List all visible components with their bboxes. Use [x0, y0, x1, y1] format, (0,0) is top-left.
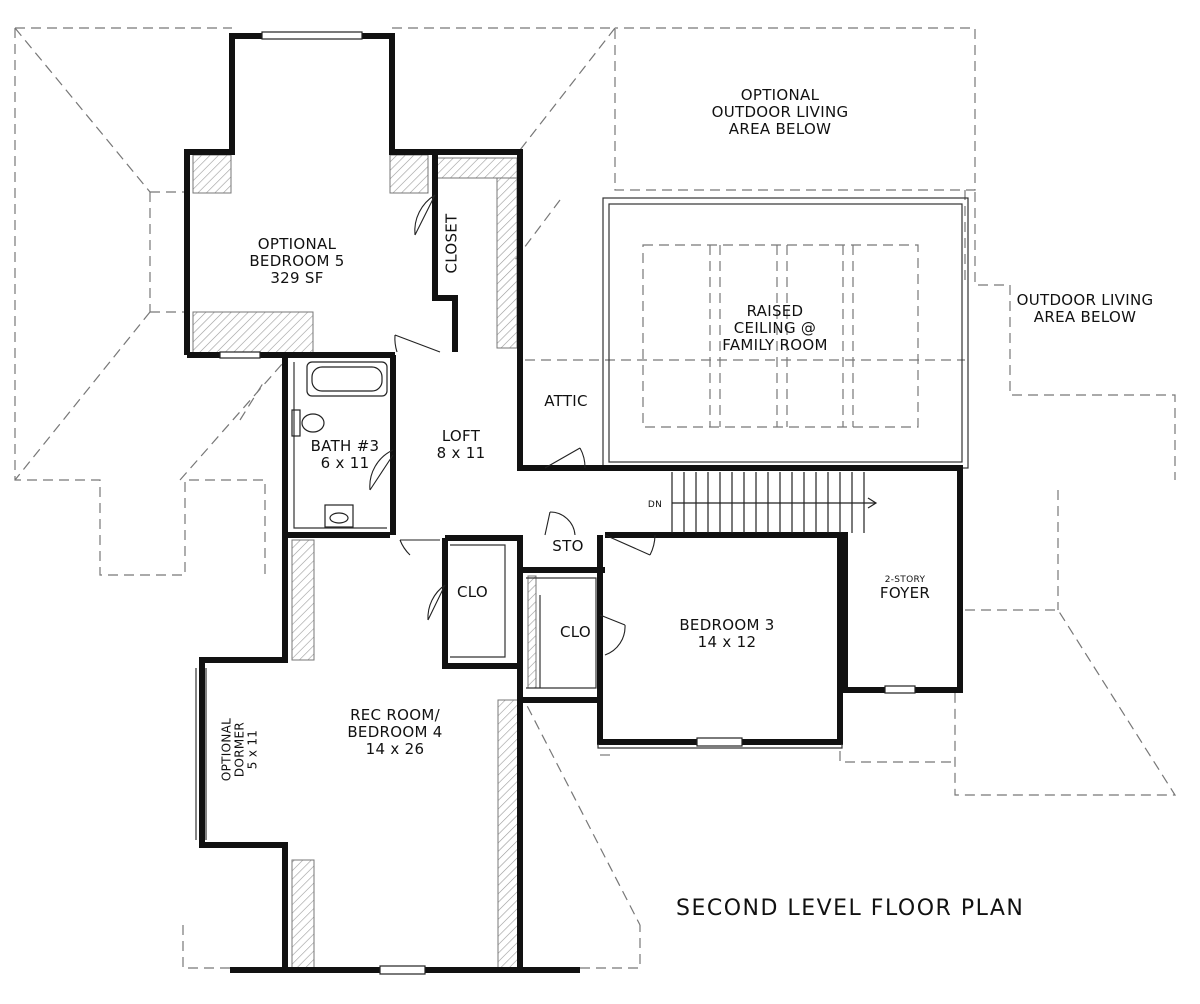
raised-ceiling-grid [642, 244, 919, 428]
plan-title: SECOND LEVEL FLOOR PLAN [676, 896, 1025, 921]
loft-label: LOFT 8 x 11 [420, 428, 502, 462]
foyer-line2: FOYER [879, 584, 931, 602]
bedroom5-line2: BEDROOM 5 [249, 252, 345, 270]
knee-wall-hatching [192, 154, 537, 969]
bedroom5-line1: OPTIONAL [257, 235, 337, 253]
outdoor-living-line2: AREA BELOW [1033, 308, 1137, 326]
door-swings [369, 194, 656, 656]
optional-outdoor-line2: OUTDOOR LIVING [711, 103, 849, 121]
rec-room-label: REC ROOM/ BEDROOM 4 14 x 26 [325, 707, 465, 758]
loft-size: 8 x 11 [436, 444, 486, 462]
windows [219, 31, 916, 975]
outdoor-living-label: OUTDOOR LIVING AREA BELOW [1005, 292, 1165, 326]
bath3-name: BATH #3 [310, 437, 380, 455]
rec-room-size: 14 x 26 [365, 740, 425, 758]
optional-outdoor-line3: AREA BELOW [728, 120, 832, 138]
optional-outdoor-line1: OPTIONAL [740, 86, 820, 104]
clo2-label: CLO [559, 623, 591, 641]
sto-label: STO [552, 537, 584, 555]
bedroom3-label: BEDROOM 3 14 x 12 [662, 617, 792, 651]
optional-outdoor-label: OPTIONAL OUTDOOR LIVING AREA BELOW [690, 87, 870, 138]
raised-ceiling-line2: CEILING @ [733, 319, 817, 337]
dormer-size: 5 x 11 [245, 729, 260, 770]
bath3-label: BATH #3 6 x 11 [305, 438, 385, 472]
raised-ceiling-line1: RAISED [746, 302, 804, 320]
bath-fixtures [291, 361, 388, 528]
attic-label: ATTIC [544, 392, 588, 410]
outdoor-living-line1: OUTDOOR LIVING [1016, 291, 1154, 309]
inner-wall-lines [195, 362, 843, 840]
rec-room-line2: BEDROOM 4 [347, 723, 443, 741]
foyer-label: 2-STORY FOYER [860, 575, 950, 602]
raised-ceiling-label: RAISED CEILING @ FAMILY ROOM [700, 303, 850, 354]
roof-outlines [14, 27, 1177, 969]
rec-room-line1: REC ROOM/ [350, 706, 440, 724]
bath3-size: 6 x 11 [320, 454, 370, 472]
bedroom5-area: 329 SF [270, 269, 324, 287]
stair-dn-label: DN [647, 500, 663, 510]
bedroom3-size: 14 x 12 [697, 633, 757, 651]
dormer-label: OPTIONAL DORMER 5 x 11 [220, 705, 260, 795]
bedroom3-name: BEDROOM 3 [679, 616, 775, 634]
closet-label: CLOSET [442, 213, 461, 274]
foyer-line1: 2-STORY [884, 575, 926, 585]
loft-name: LOFT [441, 427, 481, 445]
clo1-label: CLO [456, 583, 488, 601]
raised-ceiling-line3: FAMILY ROOM [722, 336, 828, 354]
bedroom5-label: OPTIONAL BEDROOM 5 329 SF [232, 236, 362, 287]
stair-treads [671, 472, 878, 533]
